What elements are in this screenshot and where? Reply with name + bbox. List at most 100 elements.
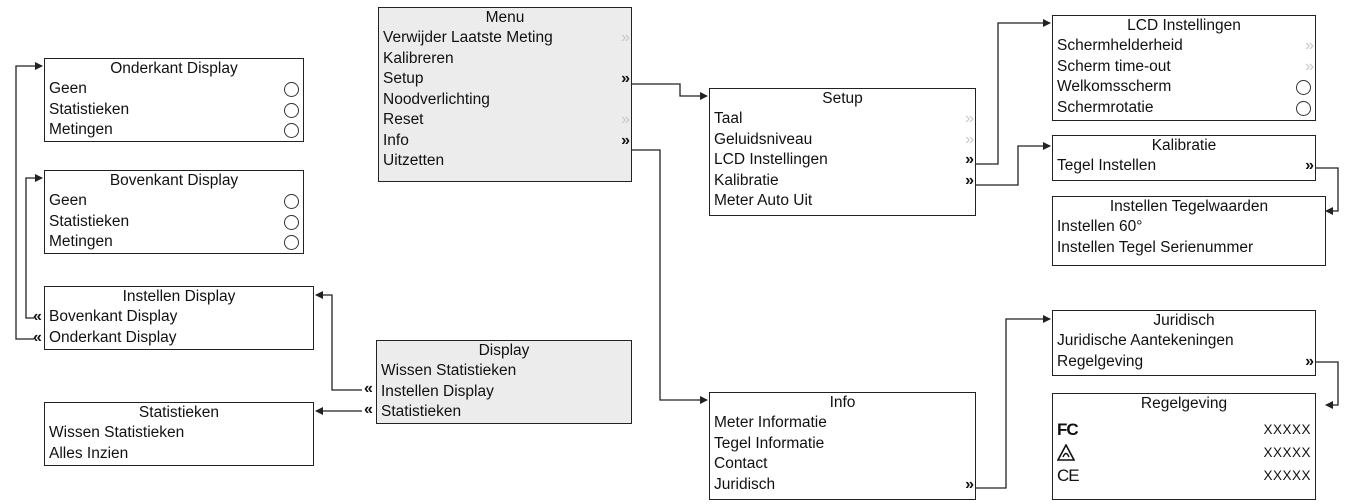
lcd-item-schermrotatie[interactable]: Schermrotatie bbox=[1057, 98, 1311, 119]
chevron-right-icon: » bbox=[1305, 352, 1314, 370]
menu-box: Menu Verwijder Laatste Meting» Kalibrere… bbox=[378, 7, 632, 182]
chevron-right-icon: » bbox=[1305, 157, 1314, 174]
menu-item-setup[interactable]: Setup» bbox=[383, 69, 630, 90]
arrow-juridisch-regelgeving bbox=[1316, 361, 1339, 409]
menu-item-info[interactable]: Info» bbox=[383, 131, 630, 152]
instellen-display-item-onderkant[interactable]: Onderkant Display bbox=[49, 328, 177, 346]
statistieken-item-alles-inzien[interactable]: Alles Inzien bbox=[49, 444, 129, 462]
instellen-display-box: Instellen Display Bovenkant Display Onde… bbox=[44, 286, 314, 350]
radio-icon[interactable] bbox=[284, 102, 299, 118]
lcd-item-welkomsscherm[interactable]: Welkomsscherm bbox=[1057, 77, 1311, 98]
juridisch-item-aantekeningen[interactable]: Juridische Aantekeningen bbox=[1057, 332, 1234, 349]
regelgeving-code: XXXXX bbox=[1263, 422, 1311, 437]
regelgeving-code: XXXXX bbox=[1263, 468, 1311, 483]
statistieken-box: Statistieken Wissen Statistieken Alles I… bbox=[44, 402, 314, 466]
display-title: Display bbox=[478, 342, 530, 359]
setup-item-meter-auto-uit[interactable]: Meter Auto Uit bbox=[714, 192, 813, 209]
display-item-wissen[interactable]: Wissen Statistieken bbox=[381, 362, 517, 379]
chevron-right-icon: » bbox=[1305, 57, 1314, 75]
display-item-statistieken[interactable]: Statistieken bbox=[381, 403, 462, 420]
arrow-instellen-bovenkant bbox=[25, 174, 43, 319]
arrow-menu-setup bbox=[632, 83, 708, 100]
radio-icon[interactable] bbox=[284, 214, 299, 230]
setup-item-geluidsniveau[interactable]: Geluidsniveau» bbox=[714, 130, 974, 151]
display-box: Display Wissen Statistieken Instellen Di… bbox=[376, 340, 632, 424]
arrow-setup-kalibratie bbox=[976, 142, 1051, 186]
onderkant-item-geen[interactable]: Geen bbox=[49, 79, 299, 100]
arrow-menu-info bbox=[632, 149, 708, 404]
menu-item-noodverlichting[interactable]: Noodverlichting bbox=[383, 90, 490, 108]
menu-item-kalibreren[interactable]: Kalibreren bbox=[383, 49, 454, 67]
instellen-display-item-bovenkant[interactable]: Bovenkant Display bbox=[49, 308, 178, 325]
statistieken-title: Statistieken bbox=[138, 404, 220, 421]
bovenkant-item-statistieken[interactable]: Statistieken bbox=[49, 212, 299, 233]
radio-icon[interactable] bbox=[1296, 80, 1311, 95]
rcm-logo-icon bbox=[1056, 443, 1076, 462]
onderkant-title: Onderkant Display bbox=[110, 60, 238, 77]
menu-title: Menu bbox=[485, 9, 525, 26]
juridisch-title: Juridisch bbox=[1153, 312, 1215, 329]
info-item-juridisch[interactable]: Juridisch» bbox=[714, 475, 974, 496]
kalibratie-box: Kalibratie Tegel Instellen» bbox=[1052, 135, 1316, 181]
lcd-item-scherm-timeout[interactable]: Scherm time-out» bbox=[1057, 57, 1314, 78]
info-item-meter[interactable]: Meter Informatie bbox=[714, 414, 827, 431]
onderkant-item-metingen[interactable]: Metingen bbox=[49, 120, 299, 141]
tegelwaarden-title: Instellen Tegelwaarden bbox=[1109, 198, 1269, 215]
chevron-left-icon: « bbox=[33, 329, 42, 346]
tegelwaarden-box: Instellen Tegelwaarden Instellen 60° Ins… bbox=[1052, 196, 1326, 266]
bovenkant-item-metingen[interactable]: Metingen bbox=[49, 232, 299, 253]
juridisch-box: Juridisch Juridische Aantekeningen Regel… bbox=[1052, 310, 1316, 376]
chevron-right-icon: » bbox=[965, 475, 974, 493]
onderkant-item-statistieken[interactable]: Statistieken bbox=[49, 100, 299, 121]
tegelwaarden-item-60[interactable]: Instellen 60° bbox=[1057, 218, 1143, 235]
regelgeving-row-fcc: FC XXXXX bbox=[1057, 418, 1311, 441]
setup-box: Setup Taal» Geluidsniveau» LCD Instellin… bbox=[709, 88, 976, 216]
radio-icon[interactable] bbox=[284, 235, 299, 250]
regelgeving-row-ce: CE XXXXX bbox=[1057, 464, 1311, 487]
info-item-tegel[interactable]: Tegel Informatie bbox=[714, 434, 825, 452]
info-item-contact[interactable]: Contact bbox=[714, 455, 768, 472]
setup-item-lcd[interactable]: LCD Instellingen» bbox=[714, 150, 974, 171]
kalibratie-item-tegel-instellen[interactable]: Tegel Instellen» bbox=[1057, 156, 1314, 177]
radio-icon[interactable] bbox=[284, 82, 299, 97]
lcd-item-schermhelderheid[interactable]: Schermhelderheid» bbox=[1057, 36, 1314, 57]
bovenkant-box: Bovenkant Display Geen Statistieken Meti… bbox=[44, 170, 304, 254]
arrow-info-juridisch bbox=[976, 315, 1051, 489]
fcc-logo-icon: FC bbox=[1057, 420, 1079, 439]
chevron-right-icon: » bbox=[621, 70, 630, 87]
menu-item-uitzetten[interactable]: Uitzetten bbox=[383, 152, 445, 169]
menu-item-verwijder[interactable]: Verwijder Laatste Meting» bbox=[383, 28, 630, 49]
arrow-instellen-onderkant bbox=[15, 62, 43, 340]
lcd-title: LCD Instellingen bbox=[1127, 17, 1241, 34]
tegelwaarden-item-serienummer[interactable]: Instellen Tegel Serienummer bbox=[1057, 238, 1254, 256]
regelgeving-code: XXXXX bbox=[1263, 445, 1311, 460]
regelgeving-box: Regelgeving FC XXXXX XXXXX CE XXXXX bbox=[1052, 393, 1316, 500]
radio-icon[interactable] bbox=[284, 123, 299, 138]
chevron-right-icon: » bbox=[965, 151, 974, 168]
chevron-right-icon: » bbox=[1305, 37, 1314, 54]
bovenkant-item-geen[interactable]: Geen bbox=[49, 191, 299, 212]
regelgeving-row-rcm: XXXXX bbox=[1056, 441, 1311, 464]
setup-item-taal[interactable]: Taal» bbox=[714, 109, 974, 130]
chevron-right-icon: » bbox=[621, 29, 630, 46]
setup-title: Setup bbox=[822, 90, 863, 107]
arrow-display-instellen bbox=[315, 291, 362, 391]
statistieken-item-wissen[interactable]: Wissen Statistieken bbox=[49, 424, 185, 441]
regelgeving-title: Regelgeving bbox=[1140, 395, 1228, 412]
display-item-instellen[interactable]: Instellen Display bbox=[381, 382, 494, 400]
chevron-left-icon: « bbox=[364, 401, 373, 418]
bovenkant-title: Bovenkant Display bbox=[109, 172, 239, 189]
juridisch-item-regelgeving[interactable]: Regelgeving» bbox=[1057, 352, 1314, 373]
radio-icon[interactable] bbox=[284, 194, 299, 209]
menu-item-reset[interactable]: Reset» bbox=[383, 110, 630, 131]
ce-logo-icon: CE bbox=[1057, 466, 1080, 485]
setup-item-kalibratie[interactable]: Kalibratie» bbox=[714, 171, 974, 192]
radio-icon[interactable] bbox=[1296, 100, 1311, 116]
arrow-setup-lcd bbox=[976, 19, 1051, 165]
chevron-left-icon: « bbox=[33, 308, 42, 325]
chevron-right-icon: » bbox=[965, 110, 974, 127]
lcd-box: LCD Instellingen Schermhelderheid» Scher… bbox=[1052, 15, 1316, 121]
chevron-right-icon: » bbox=[621, 111, 630, 128]
arrow-kalibratie-tegelwaarden bbox=[1316, 167, 1339, 215]
